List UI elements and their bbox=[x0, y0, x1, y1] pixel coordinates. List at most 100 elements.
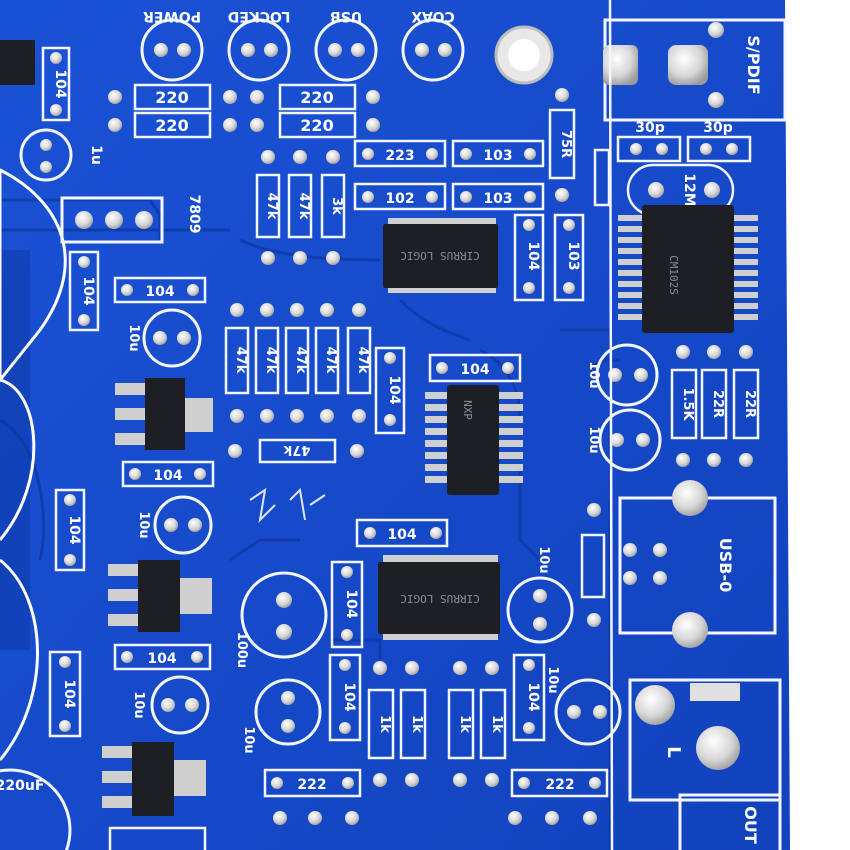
cap-10u-right-b: 10u bbox=[586, 408, 662, 472]
cap-30p-b: 30p bbox=[686, 120, 752, 163]
cap-10u-right-a-label: 10u bbox=[586, 361, 601, 388]
cap-102: 102 bbox=[353, 182, 447, 211]
handwritten-mark bbox=[249, 487, 326, 523]
spdif-connector: S/PDIF bbox=[603, 18, 787, 122]
resistor-47k-row-5-label: 47k bbox=[355, 347, 370, 374]
resistor-3k-label: 3k bbox=[329, 197, 344, 215]
cap-10u-right-c: 10u bbox=[545, 666, 622, 746]
pad-via-b bbox=[587, 613, 601, 627]
cap-104-h-b: 104 bbox=[121, 460, 215, 488]
cap-104-topleft-label: 104 bbox=[52, 69, 68, 98]
resistor-47k-row-4-label: 47k bbox=[323, 347, 338, 374]
cap-10u-left-a: 10u bbox=[126, 308, 202, 368]
crystal-12m-label: 12M bbox=[681, 173, 697, 206]
cap-104-mid-b-label: 104 bbox=[386, 375, 402, 404]
resistor-1k-1: 1k bbox=[367, 661, 395, 787]
cap-104-mid-d-label: 104 bbox=[341, 682, 357, 711]
output-connector: L OUT bbox=[628, 678, 782, 850]
cap-10u-lower-label: 10u bbox=[241, 726, 256, 753]
chip-cirrus-a-label: CIRRUS LOGIC bbox=[400, 249, 479, 262]
cap-10u-left-b: 10u bbox=[136, 495, 213, 555]
chip-cm102s: CM102S bbox=[618, 205, 758, 333]
cap-220uf: 220uF bbox=[0, 768, 72, 850]
cap-104-h-c: 104 bbox=[113, 643, 212, 671]
ldo-regulator-c bbox=[102, 742, 206, 816]
cap-104-h-a-label: 104 bbox=[145, 284, 174, 300]
cap-104-mid-c-label: 104 bbox=[343, 589, 359, 618]
cap-104-left-c: 104 bbox=[48, 650, 82, 738]
cap-104-mid-c: 104 bbox=[330, 560, 364, 649]
cap-104-topleft: 104 bbox=[41, 46, 71, 122]
regulator-7809-label: 7809 bbox=[186, 195, 202, 234]
resistor-47k-top-2-label: 47k bbox=[296, 193, 311, 220]
resistor-47k-horizontal-label: 47k bbox=[283, 442, 310, 457]
cap-104-mid-d: 104 bbox=[328, 653, 362, 742]
chip-nxp: NXP bbox=[425, 385, 523, 495]
cap-104-cirrus-b: 104 bbox=[355, 518, 449, 548]
resistor-220-c-label: 220 bbox=[300, 88, 333, 107]
resistor-22r-b: 22R bbox=[732, 345, 760, 467]
resistor-1k-4: 1k bbox=[479, 661, 507, 787]
resistor-47k-top-2: 47k bbox=[287, 150, 313, 265]
cap-10u-left-b-label: 10u bbox=[136, 511, 151, 538]
cap-10u-right-b-label: 10u bbox=[586, 426, 601, 453]
resistor-22r-a: 22R bbox=[700, 345, 728, 467]
resistor-47k-top-1-label: 47k bbox=[264, 193, 279, 220]
resistor-220-d: 220 bbox=[250, 111, 380, 139]
led-usb-label: USB bbox=[330, 8, 362, 24]
resistor-47k-row-3-label: 47k bbox=[293, 347, 308, 374]
cap-103-b-label: 103 bbox=[483, 191, 512, 207]
resistor-1k-3-label: 1k bbox=[457, 715, 472, 733]
chip-fragment-topleft bbox=[0, 40, 35, 85]
cap-10u-mid: 10u bbox=[506, 546, 574, 644]
cap-10u-left-a-label: 10u bbox=[126, 324, 141, 351]
cap-1u: 1u bbox=[19, 128, 104, 182]
board-outline-line bbox=[608, 0, 614, 850]
led-coax-label: COAX bbox=[411, 8, 455, 24]
usb-connector: USB-0 bbox=[618, 480, 777, 648]
resistor-220-a-label: 220 bbox=[155, 88, 188, 107]
cap-104-h-b-label: 104 bbox=[153, 468, 182, 484]
resistor-47k-row-4: 47k bbox=[314, 303, 340, 423]
cap-1u-label: 1u bbox=[88, 145, 104, 165]
resistor-220-b: 220 bbox=[108, 111, 237, 139]
cap-102-label: 102 bbox=[385, 191, 414, 207]
cap-103-b: 103 bbox=[451, 182, 545, 211]
cap-220uf-label: 220uF bbox=[0, 778, 44, 794]
cap-103-c-label: 103 bbox=[565, 241, 581, 270]
pad-row-bottom bbox=[273, 811, 597, 825]
resistor-1-5k-label: 1.5K bbox=[680, 387, 695, 421]
cap-104-nxp: 104 bbox=[428, 353, 522, 383]
cap-30p-b-label: 30p bbox=[703, 120, 733, 136]
cap-223: 223 bbox=[353, 139, 447, 168]
resistor-1k-3: 1k bbox=[447, 661, 475, 787]
cap-104-left-b-label: 104 bbox=[66, 515, 82, 544]
cap-10u-mid-label: 10u bbox=[536, 546, 551, 573]
resistor-220-d-label: 220 bbox=[300, 116, 333, 135]
cap-104-bottom-outline bbox=[108, 826, 207, 850]
cap-104-mid-a: 104 bbox=[513, 213, 545, 302]
led-locked: LOCKED bbox=[227, 8, 291, 82]
cap-103-c: 103 bbox=[553, 213, 585, 302]
cap-10u-left-c: 10u bbox=[131, 675, 210, 735]
resistor-1k-4-label: 1k bbox=[489, 715, 504, 733]
chip-cirrus-b-label: CIRRUS LOGIC bbox=[400, 592, 479, 605]
chip-cirrus-b: CIRRUS LOGIC bbox=[378, 555, 500, 640]
usb-connector-label: USB-0 bbox=[716, 538, 735, 592]
spdif-label: S/PDIF bbox=[744, 35, 763, 94]
ldo-regulator-b bbox=[108, 560, 212, 632]
output-connector-label: OUT bbox=[741, 806, 760, 844]
cap-104-mid-e: 104 bbox=[512, 653, 546, 742]
regulator-7809: 7809 bbox=[60, 195, 202, 244]
cap-10u-left-c-label: 10u bbox=[131, 691, 146, 718]
cap-103-a-label: 103 bbox=[483, 148, 512, 164]
resistor-22r-a-label: 22R bbox=[710, 390, 725, 418]
pad-via-a bbox=[587, 503, 601, 517]
cap-104-h-c-label: 104 bbox=[147, 651, 176, 667]
cap-222-a-label: 222 bbox=[297, 777, 326, 793]
chip-cirrus-a: CIRRUS LOGIC bbox=[383, 218, 498, 293]
led-coax: COAX bbox=[401, 8, 465, 82]
resistor-1k-2-label: 1k bbox=[409, 715, 424, 733]
resistor-22r-b-label: 22R bbox=[742, 390, 757, 418]
resistor-75r: 75R bbox=[548, 88, 576, 202]
